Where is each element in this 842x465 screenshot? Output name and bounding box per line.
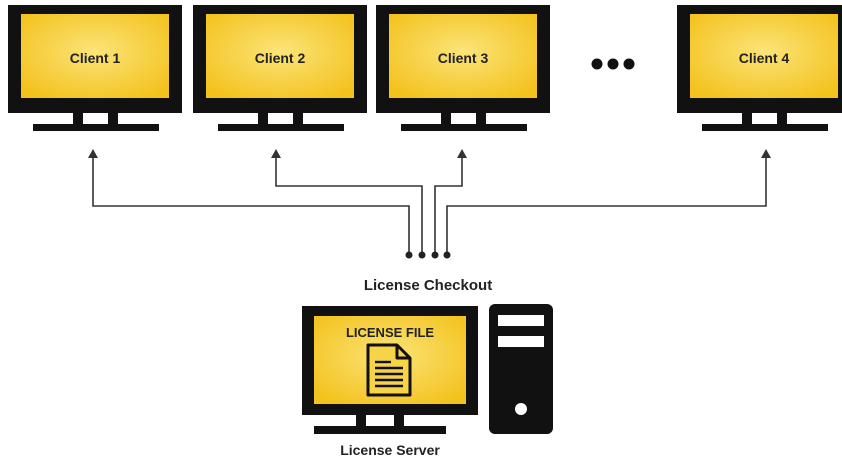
- connector-endpoints: [405, 251, 451, 259]
- license-server-label: License Server: [340, 442, 440, 458]
- document-icon: [366, 343, 412, 397]
- arrowhead-client-3: [457, 149, 467, 158]
- arrowhead-client-1: [88, 149, 98, 158]
- arrowheads: [88, 149, 771, 158]
- computer-tower-icon: [489, 304, 553, 434]
- checkout-connectors: [92, 155, 767, 255]
- arrowhead-client-2: [271, 149, 281, 158]
- license-file-label: LICENSE FILE: [346, 325, 434, 340]
- client-monitor-3: Client 3: [376, 5, 550, 131]
- connector-client-3: [434, 155, 463, 255]
- connector-client-1: [92, 155, 410, 255]
- client-label-4: Client 4: [739, 50, 790, 66]
- client-monitor-1: Client 1: [8, 5, 182, 131]
- client-monitor-4: Client 4: [677, 5, 842, 131]
- client-label-2: Client 2: [255, 50, 306, 66]
- checkout-label: License Checkout: [364, 277, 492, 294]
- client-label-1: Client 1: [70, 50, 121, 66]
- connector-client-2: [275, 155, 423, 255]
- connector-client-4: [446, 155, 767, 255]
- server-monitor: LICENSE FILE: [302, 306, 478, 434]
- arrowhead-client-4: [761, 149, 771, 158]
- client-monitor-2: Client 2: [193, 5, 367, 131]
- more-dots-icon: [591, 58, 635, 70]
- client-label-3: Client 3: [438, 50, 489, 66]
